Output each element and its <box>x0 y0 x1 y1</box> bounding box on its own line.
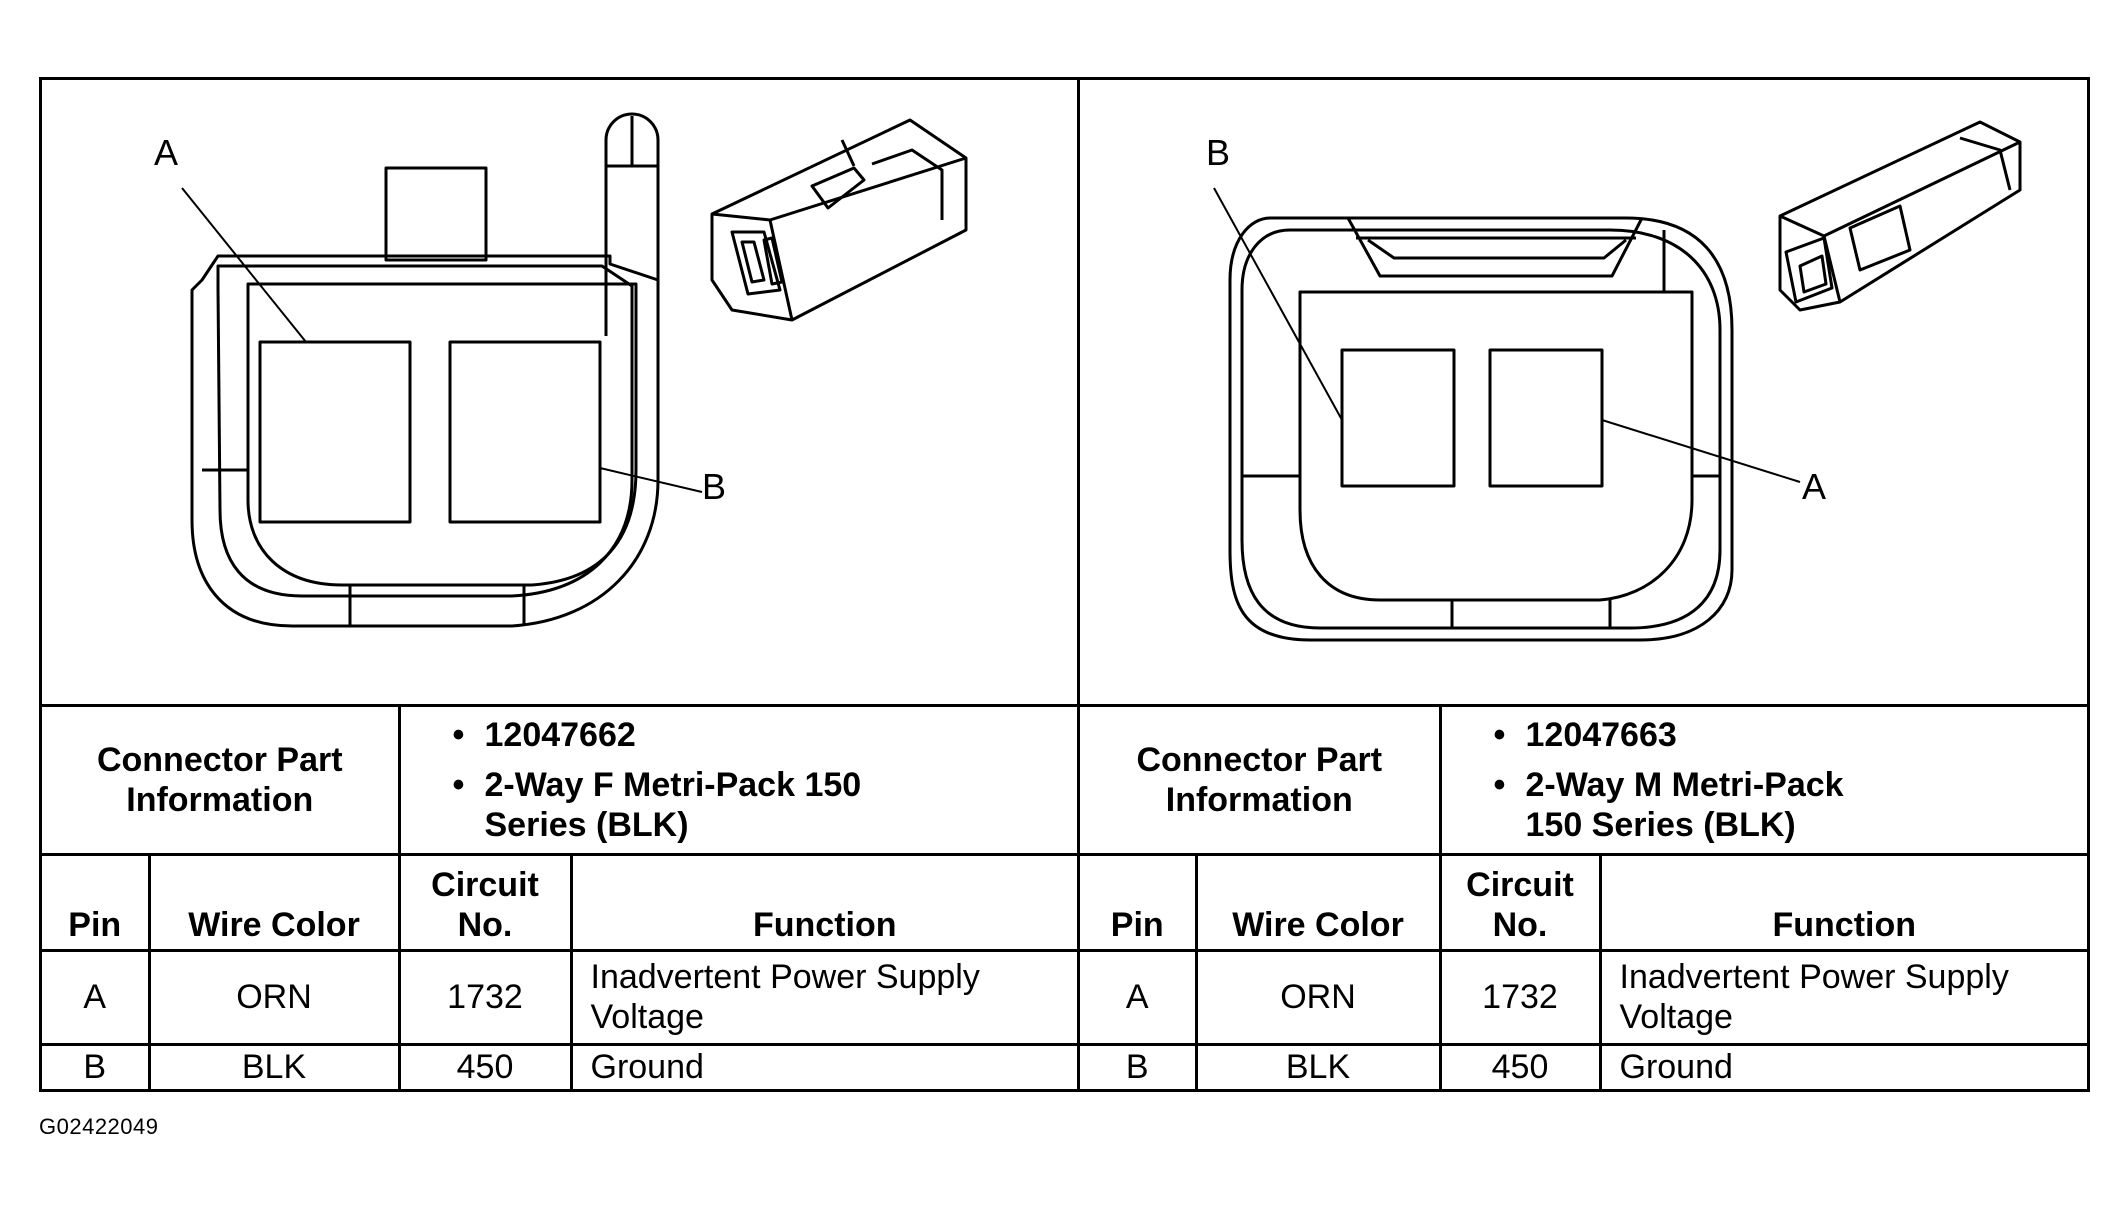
part-description: 2-Way M Metri-Pack 150 Series (BLK) <box>1492 765 1906 845</box>
table-row: A ORN 1732 Inadvertent Power Supply Volt… <box>42 948 1077 1046</box>
right-pinout-table: Connector Part Information 12047663 2-Wa… <box>1080 707 2087 1089</box>
male-connector-isometric-icon <box>1778 120 2022 312</box>
function-cell: Inadvertent Power Supply Voltage <box>1598 948 2087 1046</box>
part-number: 12047663 <box>1492 715 2080 755</box>
connector-part-info-values: 12047662 2-Way F Metri-Pack 150 Series (… <box>397 707 1077 856</box>
connector-info-row: Connector Part Information 12047663 2-Wa… <box>1080 707 2087 856</box>
function-cell: Ground <box>569 1042 1077 1089</box>
male-connector-face-drawing <box>1213 120 2022 642</box>
header-circuit-no: Circuit No. <box>397 852 573 952</box>
circuit-cell: 450 <box>397 1042 573 1089</box>
pin-cell: B <box>1080 1042 1198 1089</box>
pin-cell: A <box>1080 948 1198 1046</box>
table-header-row: Pin Wire Color Circuit No. Function <box>1080 852 2087 952</box>
pin-cell: B <box>42 1042 151 1089</box>
header-wire-color: Wire Color <box>147 852 401 952</box>
header-pin: Pin <box>42 852 151 952</box>
female-connector-face-drawing <box>181 112 968 628</box>
callout-b-right: B <box>1206 132 1231 173</box>
callout-a-right: A <box>1802 466 1827 507</box>
connector-diagram-frame: A B Connector Part Information 12047662 … <box>39 77 2090 1092</box>
part-number: 12047662 <box>451 715 1070 755</box>
wire-color-cell: BLK <box>147 1042 401 1089</box>
wire-color-cell: ORN <box>147 948 401 1046</box>
header-function: Function <box>569 852 1077 952</box>
cavity-b <box>448 340 602 524</box>
left-pinout-table: Connector Part Information 12047662 2-Wa… <box>42 707 1077 1089</box>
left-connector-drawing: A B <box>42 80 1077 707</box>
circuit-cell: 1732 <box>397 948 573 1046</box>
right-connector-drawing: B A <box>1080 80 2087 707</box>
table-header-row: Pin Wire Color Circuit No. Function <box>42 852 1077 952</box>
connector-part-info-label: Connector Part Information <box>42 707 401 856</box>
connector-post-top <box>604 112 660 148</box>
connector-face <box>1298 290 1694 602</box>
circuit-cell: 450 <box>1438 1042 1602 1089</box>
part-description: 2-Way F Metri-Pack 150 Series (BLK) <box>451 765 865 845</box>
cavity-b <box>1340 348 1456 488</box>
female-connector-isometric-icon <box>710 118 968 322</box>
connector-housing-outer <box>190 254 660 628</box>
function-cell: Inadvertent Power Supply Voltage <box>569 948 1077 1046</box>
table-row: A ORN 1732 Inadvertent Power Supply Volt… <box>1080 948 2087 1046</box>
callout-a-left: A <box>154 132 179 173</box>
header-wire-color: Wire Color <box>1194 852 1442 952</box>
right-connector-panel: B A Connector Part Information 12047663 … <box>1080 80 2087 1089</box>
function-cell: Ground <box>1598 1042 2087 1089</box>
wire-color-cell: BLK <box>1194 1042 1442 1089</box>
connector-shroud-outer <box>1228 216 1734 642</box>
figure-id: G02422049 <box>39 1114 159 1139</box>
connector-face <box>246 282 638 587</box>
connector-info-row: Connector Part Information 12047662 2-Wa… <box>42 707 1077 856</box>
header-pin: Pin <box>1080 852 1198 952</box>
connector-part-info-label: Connector Part Information <box>1080 707 1442 856</box>
connector-part-info-values: 12047663 2-Way M Metri-Pack 150 Series (… <box>1438 707 2087 856</box>
cavity-a <box>1488 348 1604 488</box>
left-connector-panel: A B Connector Part Information 12047662 … <box>42 80 1080 1089</box>
pin-cell: A <box>42 948 151 1046</box>
table-row: B BLK 450 Ground <box>42 1042 1077 1089</box>
connector-lock-tab <box>384 166 488 262</box>
header-circuit-no: Circuit No. <box>1438 852 1602 952</box>
callout-b-left: B <box>702 466 727 507</box>
table-row: B BLK 450 Ground <box>1080 1042 2087 1089</box>
wire-color-cell: ORN <box>1194 948 1442 1046</box>
header-function: Function <box>1598 852 2087 952</box>
circuit-cell: 1732 <box>1438 948 1602 1046</box>
cavity-a <box>258 340 412 524</box>
